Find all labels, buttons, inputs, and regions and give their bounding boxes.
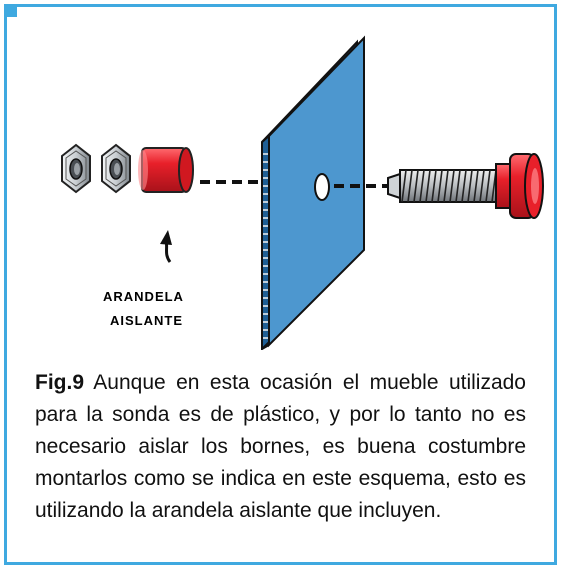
- caption-text: Aunque en esta ocasión el mueble utiliza…: [35, 371, 526, 522]
- hex-nut-icon: [101, 143, 131, 194]
- mounting-plate-icon: [261, 35, 365, 350]
- figure-caption: Fig.9 Aunque en esta ocasión el mueble u…: [35, 367, 526, 527]
- insulating-washer-icon: [138, 147, 194, 193]
- corner-accent: [4, 4, 17, 17]
- terminal-mounting-diagram: ARANDELA AISLANTE: [61, 35, 544, 350]
- washer-label-line2: AISLANTE: [110, 313, 183, 328]
- figure-number: Fig.9: [35, 371, 85, 394]
- hex-nut-icon: [61, 143, 91, 194]
- washer-label-line1: ARANDELA: [103, 289, 184, 304]
- threaded-terminal-icon: [387, 153, 544, 219]
- pointer-arrow-icon: [160, 230, 172, 263]
